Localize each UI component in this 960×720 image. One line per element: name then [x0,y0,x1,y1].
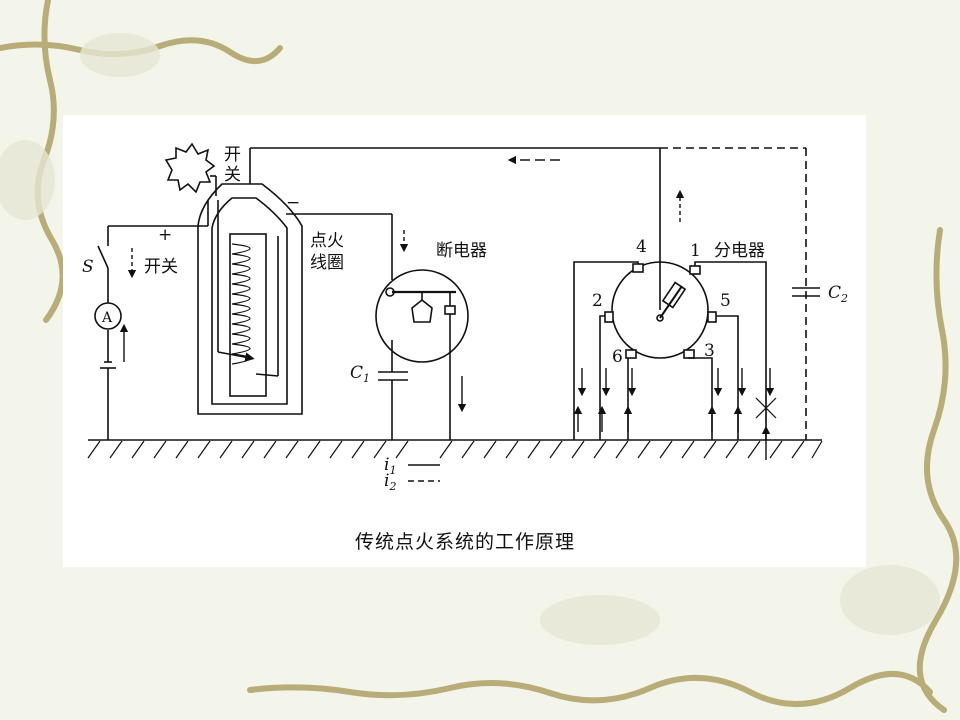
ballast-resistor-icon [164,142,216,194]
label-switch-top-2: 关 [224,165,241,185]
breaker-cam [411,298,433,323]
label-coil-2: 线圈 [310,253,344,273]
capacitor-c1 [378,371,408,381]
label-c1: C1 [350,363,370,385]
label-breaker: 断电器 [436,241,487,261]
terminal-label-1: 1 [690,241,701,261]
capacitor-c2 [792,287,820,297]
coil-winding [231,243,251,365]
ground-hatching [87,440,823,459]
label-c2: C2 [828,283,848,305]
distributor-circle [611,261,709,359]
distributor-rotor [656,281,687,322]
diagram-caption: 传统点火系统的工作原理 [355,531,576,553]
label-ammeter: A [101,310,113,326]
arrows-up-ground [573,405,771,460]
label-s: S [82,257,94,277]
terminal-label-5: 5 [720,291,731,311]
terminal-label-4: 4 [636,237,647,257]
label-plus: + [158,225,172,245]
terminal-label-3: 3 [704,341,715,361]
label-distributor: 分电器 [714,241,765,261]
spark-gap [755,394,777,422]
main-switch-s [97,245,109,269]
label-coil-1: 点火 [310,231,344,251]
label-i1: i1 [384,455,396,477]
arrows-down-terminals [577,368,775,397]
battery-symbol [100,361,116,369]
label-i2: i2 [384,471,396,493]
terminal-label-6: 6 [612,347,623,367]
terminal-label-2: 2 [592,291,603,311]
ignition-coil-inner [211,197,288,405]
label-minus: − [286,193,300,213]
breaker-circle [375,269,469,363]
label-switch-top-1: 开 [224,145,241,165]
coil-core [229,233,267,397]
ignition-coil-body [197,183,303,415]
label-switch-side: 开关 [144,257,178,277]
